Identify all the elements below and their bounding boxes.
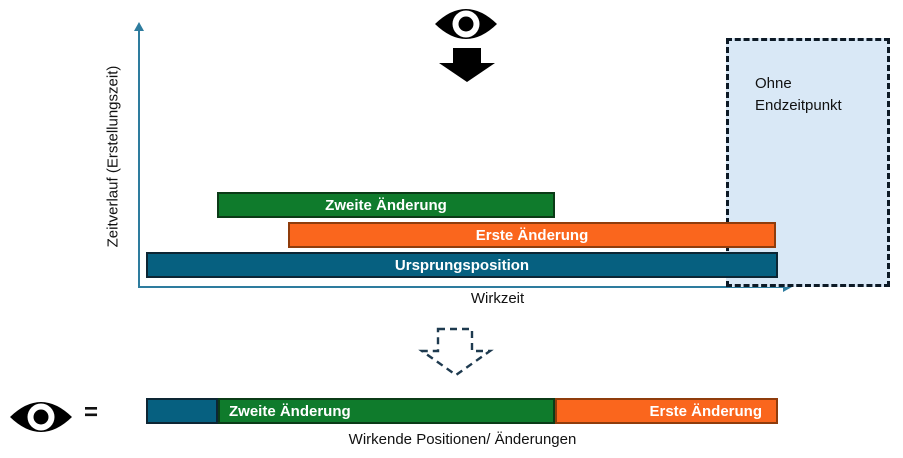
bar-label: Erste Änderung: [475, 226, 589, 244]
result-caption: Wirkende Positionen/ Änderungen: [348, 431, 577, 448]
y-axis-label: Zeitverlauf (Erstellungszeit): [104, 65, 122, 248]
open-end-box-label: Ohne Endzeitpunkt: [755, 74, 842, 114]
result-segment-zweite-aenderung: Zweite Änderung: [218, 398, 555, 424]
y-axis-arrowhead: [134, 22, 144, 31]
segment-label: Zweite Änderung: [229, 402, 351, 420]
eye-icon: [433, 3, 499, 45]
x-axis-line: [138, 286, 784, 288]
x-axis-arrowhead: [783, 282, 792, 292]
bar-label: Ursprungsposition: [394, 256, 530, 274]
bar-zweite-aenderung: Zweite Änderung: [217, 192, 555, 218]
bar-erste-aenderung: Erste Änderung: [288, 222, 776, 248]
equals-sign: =: [84, 399, 99, 426]
open-end-box: Ohne Endzeitpunkt: [726, 38, 890, 287]
down-arrow-icon: [438, 48, 496, 82]
eye-icon: [8, 396, 74, 438]
bar-ursprungsposition: Ursprungsposition: [146, 252, 778, 278]
y-axis-line: [138, 30, 140, 287]
x-axis-label: Wirkzeit: [470, 290, 525, 307]
result-bar: Zweite Änderung Erste Änderung: [146, 398, 778, 424]
result-segment-erste-aenderung: Erste Änderung: [555, 398, 778, 424]
result-segment-ursprung: [146, 398, 218, 424]
segment-label: Erste Änderung: [649, 402, 762, 420]
bar-label: Zweite Änderung: [325, 196, 447, 214]
dashed-down-arrow-icon: [418, 326, 494, 378]
